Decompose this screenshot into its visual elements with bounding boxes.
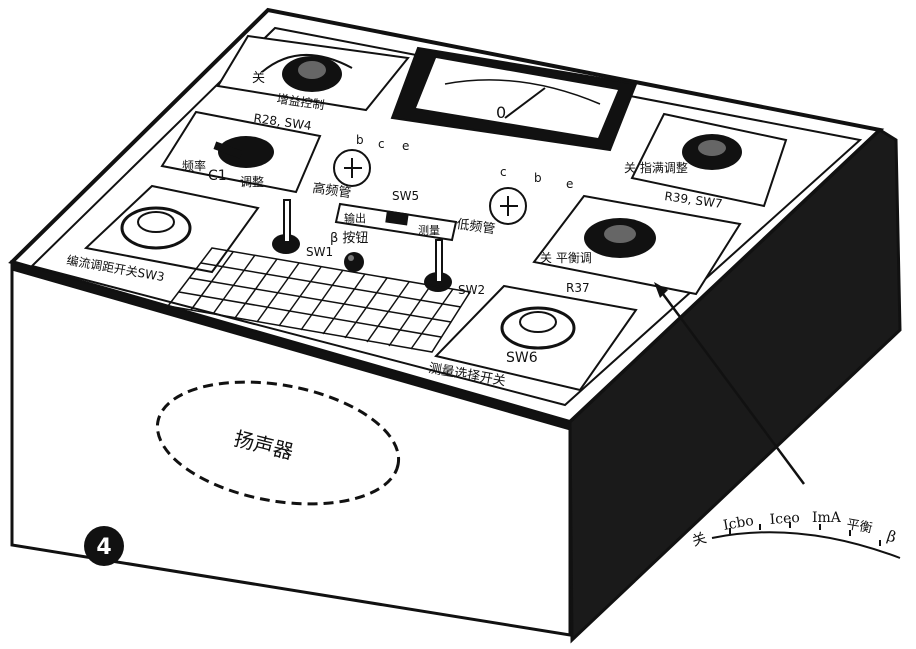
sw6-id: SW6 — [506, 350, 538, 366]
frequency-knob[interactable] — [218, 136, 274, 168]
sw5-left-label: 输出 — [344, 211, 366, 225]
lf-pin-c: c — [500, 165, 507, 179]
freq-knob-id: C1 — [208, 168, 227, 184]
lf-pin-e: e — [566, 177, 573, 191]
figure-number: 4 — [84, 526, 124, 566]
low-freq-label: 低频管 — [455, 217, 496, 237]
gain-caption: 增益控制 — [276, 92, 325, 113]
gain-off-label: 关 — [252, 71, 265, 86]
sw6-panel: SW6 测量选择开关 — [427, 284, 638, 392]
panel-meter: 0 — [390, 46, 638, 152]
hf-pin-e: e — [402, 139, 409, 153]
scale-off: 关 — [690, 530, 708, 550]
meter-zero: 0 — [496, 103, 506, 122]
low-freq-socket: c b e 低频管 — [455, 165, 573, 237]
r39-panel: 关 指满调整 R39, SW7 — [624, 112, 788, 211]
svg-text:4: 4 — [96, 535, 111, 560]
scale-ima: ImA — [812, 510, 842, 526]
high-freq-socket: b c e 高频管 — [311, 133, 409, 201]
callout-pointer — [654, 282, 806, 485]
sw5-right-label: 测量 — [418, 224, 440, 237]
scale-beta: β — [885, 527, 899, 547]
meter-needle — [504, 87, 546, 119]
sw2-label: SW2 — [458, 283, 485, 297]
scale-balance: 平衡 — [845, 517, 873, 536]
perf-grid — [166, 247, 472, 353]
beta-button[interactable]: β 按钮 — [330, 231, 368, 272]
sw5-switch[interactable]: SW5 输出 测量 — [334, 189, 458, 242]
sw1-label: SW1 — [306, 245, 333, 259]
gain-control-panel: 关 增益控制 R28, SW4 — [216, 34, 410, 133]
r39-caption: 关 指满调整 — [624, 160, 688, 175]
r37-id: R37 — [566, 281, 590, 295]
freq-caption-a: 频率 — [182, 158, 206, 173]
lf-pin-b: b — [534, 171, 542, 185]
instrument-box — [8, 7, 902, 644]
scale-icbo: Icbo — [722, 513, 755, 534]
high-freq-label: 高频管 — [311, 180, 352, 201]
hf-pin-b: b — [356, 133, 364, 147]
callout-scale: 关 Icbo Iceo ImA 平衡 β — [690, 510, 901, 559]
r37-caption: 关 平衡调 — [540, 251, 592, 265]
frequency-tuning-panel: 频率 C1 调整 — [160, 110, 322, 194]
r37-panel: 关 平衡调 R37 — [532, 194, 742, 296]
hf-pin-c: c — [378, 137, 385, 151]
sw1-toggle[interactable]: SW1 — [272, 199, 333, 259]
freq-caption-b: 调整 — [240, 174, 264, 189]
scale-iceo: Iceo — [769, 510, 800, 528]
beta-label: β 按钮 — [330, 231, 368, 246]
sw5-label: SW5 — [392, 189, 419, 203]
